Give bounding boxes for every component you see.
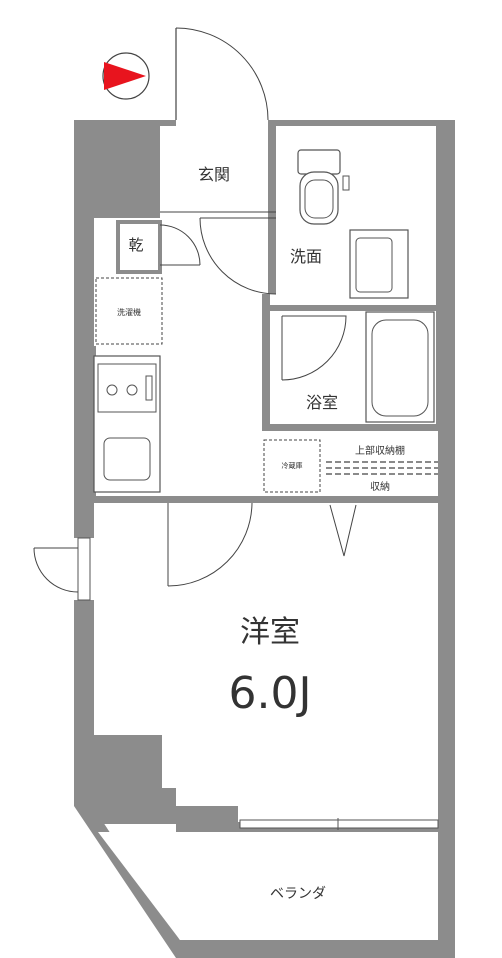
bathroom-label: 浴室	[306, 393, 338, 412]
side-window-arc	[33, 547, 79, 593]
fridge-space	[263, 439, 321, 493]
side-window-frame	[77, 537, 91, 601]
balcony-window	[239, 819, 439, 829]
balcony-label: ベランダ	[270, 886, 326, 902]
upper-storage-label: 上部収納棚	[355, 444, 405, 457]
balcony-floor	[98, 832, 438, 940]
north-arrow-icon	[102, 52, 150, 100]
bathtub-inner	[371, 319, 429, 417]
hall-door-arc	[159, 224, 201, 266]
dry-area	[116, 220, 162, 274]
bathroom-door-arc	[281, 315, 347, 381]
burner-right	[126, 384, 138, 396]
washbasin-bowl	[355, 237, 393, 293]
entrance-door-arc	[175, 27, 269, 121]
dry-label: 乾	[128, 236, 143, 254]
stepped-corner	[94, 735, 238, 824]
wall-bath-bottom	[262, 424, 442, 431]
storage-label: 収納	[370, 480, 390, 493]
toilet-seat	[304, 179, 334, 219]
partition-wall	[94, 496, 438, 503]
kitchen-wall	[88, 346, 96, 496]
western-room-size: 6.0J	[229, 668, 312, 719]
storage-area	[326, 434, 438, 496]
western-room-label: 洋室	[240, 615, 300, 650]
storage-door[interactable]	[329, 504, 357, 557]
burner-left	[106, 384, 118, 396]
interior-floor	[94, 126, 438, 940]
fridge-label: 冷蔵庫	[282, 461, 303, 470]
kitchen-sink	[103, 437, 151, 481]
entrance-area	[164, 126, 268, 212]
toilet-tank	[297, 149, 341, 175]
entrance-door-gap	[176, 112, 268, 130]
wall-bath-right	[436, 126, 442, 430]
wall-wash-divider	[270, 305, 436, 311]
washing-machine-label: 洗濯機	[117, 307, 141, 317]
washroom-label: 洗面	[290, 247, 322, 266]
entrance-label: 玄関	[198, 165, 230, 184]
wall-bath-left	[262, 294, 270, 430]
washing-machine-space	[95, 277, 163, 345]
wall-upper-left	[94, 126, 160, 218]
room-door-arc	[167, 502, 253, 587]
stove-control	[145, 375, 153, 401]
washroom-door-arc	[199, 217, 277, 295]
wall-entrance-right	[268, 126, 276, 294]
toilet-paper	[342, 175, 350, 191]
